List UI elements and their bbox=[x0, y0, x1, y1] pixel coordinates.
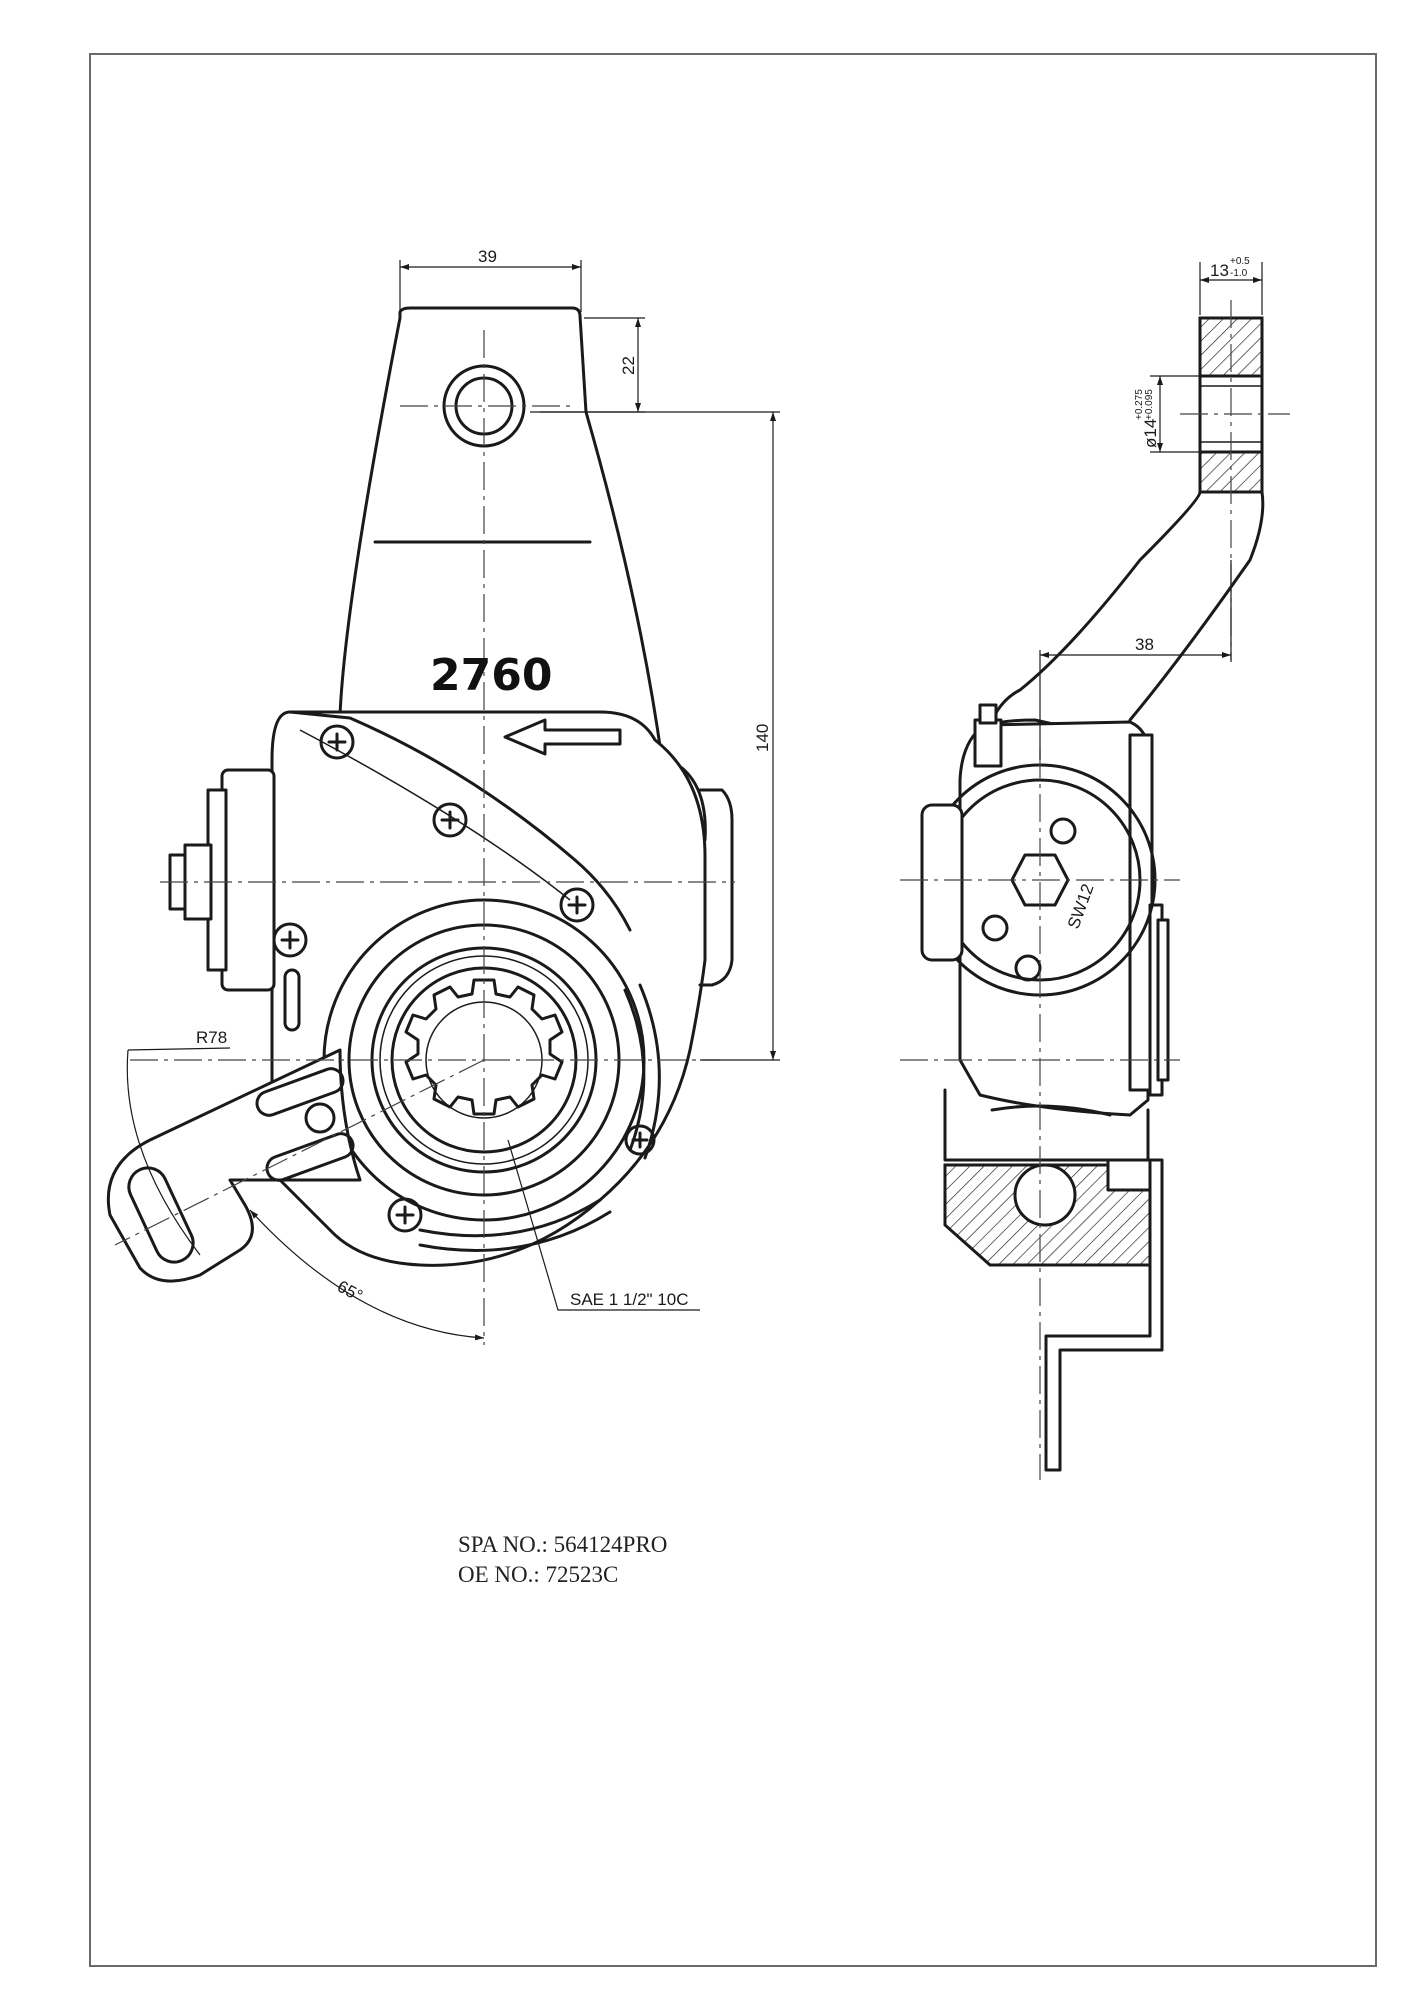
screw-1 bbox=[319, 724, 355, 760]
side-view: SW12 13 +0.5 -1.0 ø14 +0.275 +0.095 bbox=[900, 256, 1290, 1480]
dim-offset: 38 bbox=[1135, 635, 1154, 654]
side-arm bbox=[988, 490, 1265, 742]
direction-arrow bbox=[503, 718, 622, 756]
dim-hole-diameter-tol-lower: +0.095 bbox=[1144, 389, 1155, 420]
part-info: SPA NO.: 564124PRO OE NO.: 72523C bbox=[458, 1530, 667, 1590]
dim-side-thickness-tol-lower: -1.0 bbox=[1230, 268, 1248, 279]
lever-arm bbox=[328, 306, 707, 842]
front-view: 2760 39 22 140 R78 65° SAE 1 1/2" 10C bbox=[106, 247, 780, 1345]
spa-number: SPA NO.: 564124PRO bbox=[458, 1532, 668, 1557]
oe-number: OE NO.: 72523C bbox=[458, 1562, 619, 1587]
screw-3 bbox=[559, 887, 595, 923]
part-marking: 2760 bbox=[430, 650, 552, 701]
dim-side-thickness-tol-upper: +0.5 bbox=[1230, 256, 1250, 267]
dim-hole-diameter: ø14 bbox=[1141, 419, 1160, 448]
side-bracket bbox=[1044, 1158, 1164, 1472]
screw-6 bbox=[624, 1124, 656, 1156]
dim-center-distance: 140 bbox=[753, 724, 772, 752]
screw-4 bbox=[272, 922, 308, 958]
screw-2 bbox=[432, 802, 468, 838]
dim-radius: R78 bbox=[196, 1028, 227, 1047]
dim-hole-offset: 22 bbox=[619, 356, 638, 375]
dim-side-thickness: 13 bbox=[1210, 261, 1229, 280]
dim-top-width: 39 bbox=[478, 247, 497, 266]
dim-spline: SAE 1 1/2" 10C bbox=[570, 1290, 689, 1309]
dim-hole-diameter-tol-upper: +0.275 bbox=[1134, 389, 1145, 420]
drawing-frame bbox=[89, 53, 1377, 1967]
